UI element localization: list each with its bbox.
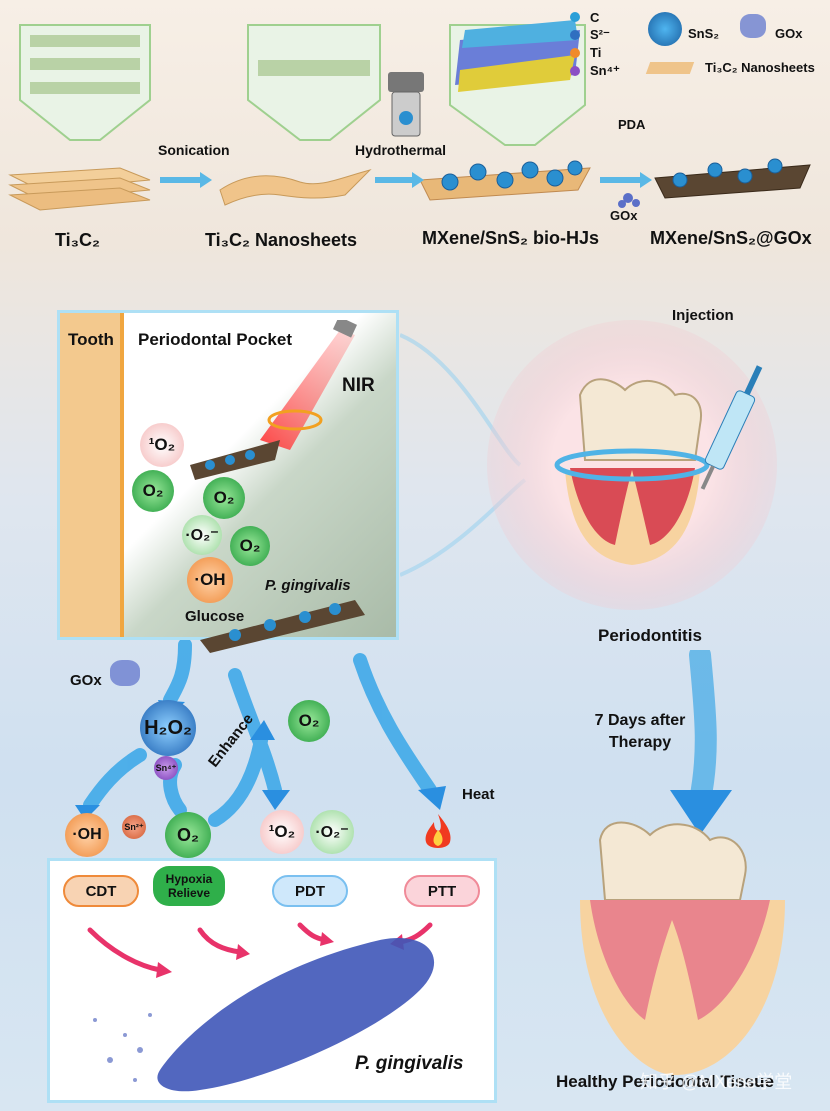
pocket-tissue xyxy=(124,313,396,637)
tooth-column xyxy=(60,313,124,637)
final-spheres xyxy=(672,158,783,188)
therapy-arrow-head xyxy=(670,790,732,835)
syringe-icon xyxy=(700,365,763,490)
legend-ti: Ti xyxy=(590,45,602,60)
periodontitis-label: Periodontitis xyxy=(598,626,702,645)
ti3c2-stack xyxy=(8,167,151,211)
gox-mech-icon xyxy=(110,660,140,686)
sn2-bubble: Sn²⁺ xyxy=(122,815,146,839)
legend: C S²⁻ Ti Sn⁴⁺ SnS₂ GOx Ti₃C₂ Nanosheets xyxy=(570,10,825,87)
pda-label: PDA xyxy=(618,117,646,132)
pg-outcome-label: P. gingivalis xyxy=(355,1053,464,1074)
legend-sns2: SnS₂ xyxy=(688,26,720,41)
injection-label: Injection xyxy=(672,307,734,324)
titanium-dot-icon xyxy=(570,48,580,58)
bio-hj-label: MXene/SnS₂ bio-HJs xyxy=(422,228,600,248)
hydrothermal-reactor-icon xyxy=(388,72,424,137)
legend-gox: GOx xyxy=(775,26,803,41)
oxygen-bubble-3: O₂ xyxy=(230,526,270,566)
bacterium-body xyxy=(157,938,435,1092)
hydrothermal-label: Hydrothermal xyxy=(355,142,447,158)
synthesis-graphics xyxy=(8,20,811,211)
bacterium-graphic xyxy=(87,922,435,1092)
nanosheet-zoom-frame xyxy=(247,24,381,141)
laser-ring xyxy=(267,409,323,431)
healthy-label: Healthy Periodontal Tissue xyxy=(556,1072,774,1091)
legend-sn: Sn⁴⁺ xyxy=(590,63,620,78)
pocket-title: Periodontal Pocket xyxy=(138,330,292,349)
legend-s: S²⁻ xyxy=(590,27,610,42)
periodontitis-graphic xyxy=(400,320,777,610)
mechanism-arrows xyxy=(75,640,446,827)
oxygen-bubble-1: O₂ xyxy=(132,470,174,512)
tooth-crown xyxy=(578,378,702,461)
laser-beam xyxy=(260,330,355,450)
pocket-box xyxy=(57,310,399,640)
nanosheets-label: Ti₃C₂ Nanosheets xyxy=(205,230,358,250)
ti3c2-label: Ti₃C₂ xyxy=(55,230,100,250)
healthy-gum xyxy=(590,900,770,1020)
hydroxyl-bubble: ·OH xyxy=(187,557,233,603)
bio-hj-crystal xyxy=(455,20,580,92)
pg-pocket-label: P. gingivalis xyxy=(265,577,351,594)
laser-source-icon xyxy=(332,320,358,338)
superoxide-bubble: ·O₂⁻ xyxy=(182,515,222,555)
process-arrows xyxy=(160,172,652,188)
ptt-pill: PTT xyxy=(404,875,480,907)
pocket-sheet-bottom-graphic xyxy=(200,600,365,653)
gox-sheet xyxy=(654,164,811,199)
cdt-pill: CDT xyxy=(63,875,139,907)
flame-icon xyxy=(425,814,451,848)
singlet-oxygen-bubble: ¹O₂ xyxy=(140,423,184,467)
nir-label: NIR xyxy=(342,375,375,396)
hypoxia-pill: Hypoxia Relieve xyxy=(153,866,225,906)
sns2-sphere-icon xyxy=(648,12,682,46)
healthy-tooth-graphic xyxy=(580,650,785,1075)
therapy-arrow-shaft xyxy=(689,650,717,811)
therapy-label: 7 Days after Therapy xyxy=(594,712,686,751)
o2-mech-bubble: O₂ xyxy=(165,812,211,858)
oh-mech-bubble: ·OH xyxy=(65,813,109,857)
oxygen-bubble-2: O₂ xyxy=(203,477,245,519)
singlet-mech-bubble: ¹O₂ xyxy=(260,810,304,854)
superoxide-mech-bubble: ·O₂⁻ xyxy=(310,810,354,854)
gox-blob-icon xyxy=(618,193,640,208)
gox-mech-label: GOx xyxy=(70,672,102,689)
gox-synth-label: GOx xyxy=(610,208,638,223)
legend-c: C xyxy=(590,10,600,25)
final-label: MXene/SnS₂@GOx xyxy=(650,228,812,248)
nanosheet-legend-icon xyxy=(645,62,695,74)
tin-dot-icon xyxy=(570,66,580,76)
o2-upper-bubble: O₂ xyxy=(288,700,330,742)
nanosheet-layer xyxy=(258,60,370,76)
legend-nanosheets: Ti₃C₂ Nanosheets xyxy=(705,60,815,75)
nanosheet-shape xyxy=(219,169,372,206)
heat-label: Heat xyxy=(462,786,495,803)
glucose-label: Glucose xyxy=(185,608,245,625)
healthy-crown xyxy=(598,821,747,901)
h2o2-bubble: H₂O₂ xyxy=(140,700,196,756)
periodontitis-halo xyxy=(487,320,777,610)
pdt-pill: PDT xyxy=(272,875,348,907)
sulfur-dot-icon xyxy=(570,30,580,40)
nir-laser-graphic xyxy=(190,320,358,480)
treatment-ring xyxy=(554,448,710,482)
sns2-spheres xyxy=(441,160,583,191)
inflamed-gum xyxy=(570,468,695,545)
carbon-dot-icon xyxy=(570,12,580,22)
gox-enzyme-icon xyxy=(740,14,766,38)
bacterium-fragments xyxy=(93,1013,152,1082)
ti3c2-layers xyxy=(30,35,140,94)
sn4-bubble: Sn⁴⁺ xyxy=(154,756,178,780)
tooth-label: Tooth xyxy=(68,330,114,349)
sonication-label: Sonication xyxy=(158,142,230,158)
watermark: 知乎 @MXene学堂 xyxy=(640,1072,793,1092)
